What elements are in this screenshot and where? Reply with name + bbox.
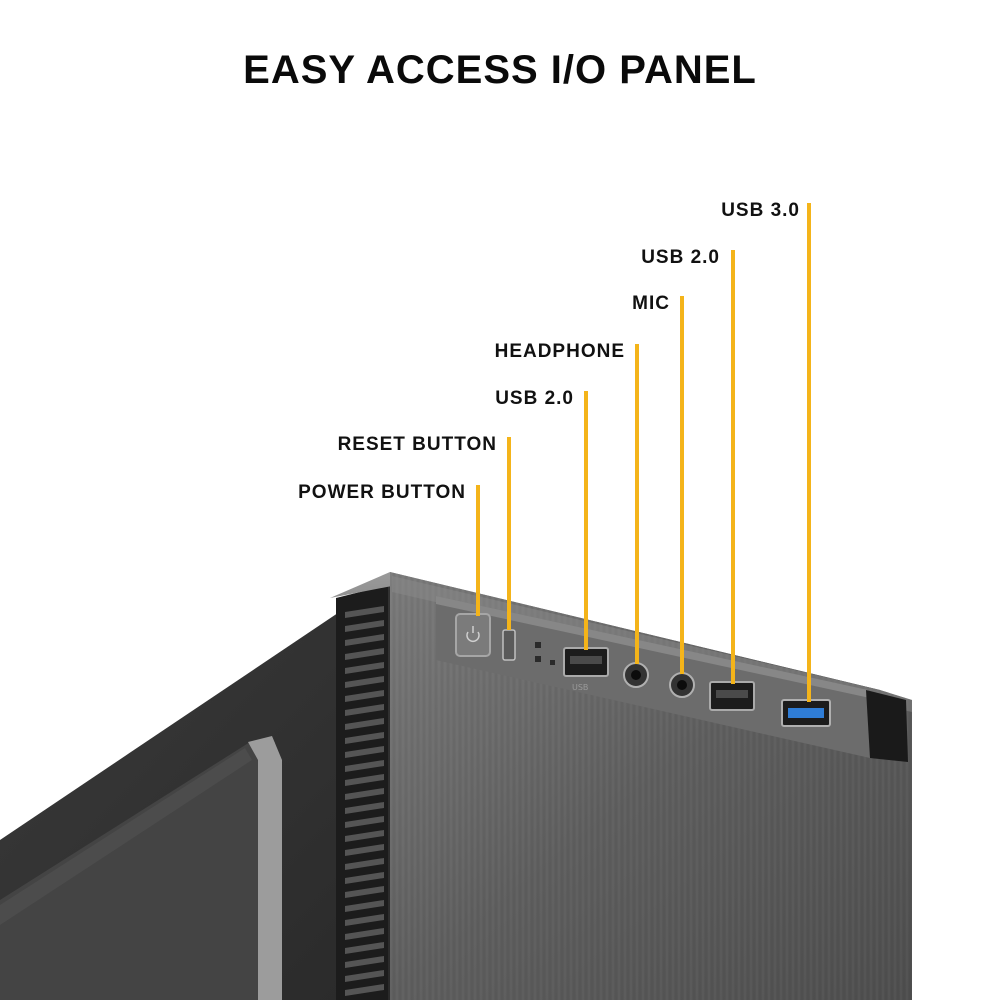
vent-slat (345, 900, 384, 912)
callout-leader-line-mic (680, 296, 684, 674)
vent-slat (345, 620, 384, 632)
vent-slat (345, 746, 384, 758)
vent-slats (345, 606, 384, 996)
callout-label-headphone: HEADPHONE (494, 341, 625, 362)
callout-label-power: POWER BUTTON (298, 482, 466, 503)
vent-slat (345, 928, 384, 940)
callout-label-usb2-left: USB 2.0 (495, 388, 574, 409)
vent-slat (345, 830, 384, 842)
page-title: EASY ACCESS I/O PANEL (243, 48, 757, 92)
callout-label-usb3: USB 3.0 (721, 200, 800, 221)
callout-label-reset: RESET BUTTON (337, 434, 497, 455)
vent-slat (345, 704, 384, 716)
vent-slat (345, 872, 384, 884)
vent-slat (345, 816, 384, 828)
usb2-right-port (709, 681, 755, 711)
headphone-jack (623, 662, 649, 688)
vent-slat (345, 732, 384, 744)
mic-jack (669, 672, 695, 698)
callout-leader-line-usb2-right (731, 250, 735, 684)
io-panel-strip (436, 596, 908, 762)
callout-leader-line-usb3 (807, 203, 811, 702)
vent-slat (345, 886, 384, 898)
vent-slat (345, 788, 384, 800)
vent-slat (345, 956, 384, 968)
callout-leader-line-headphone (635, 344, 639, 664)
vent-slat (345, 606, 384, 618)
vent-slat (345, 844, 384, 856)
usb3-port (781, 699, 831, 727)
status-leds (535, 642, 555, 665)
callout-leader-line-usb2-left (584, 391, 588, 650)
vent-slat (345, 970, 384, 982)
case-side-panel (0, 578, 390, 1000)
vent-slat (345, 676, 384, 688)
reset-button-shape (502, 629, 516, 661)
callout-label-mic: MIC (632, 293, 670, 314)
vent-slat (345, 760, 384, 772)
vent-slat (345, 942, 384, 954)
vent-slat (345, 984, 384, 996)
vent-slat (345, 774, 384, 786)
callout-label-usb2-right: USB 2.0 (641, 247, 720, 268)
vent-slat (345, 802, 384, 814)
vent-slat (345, 662, 384, 674)
svg-text:USB: USB (572, 683, 588, 692)
power-button-shape (455, 613, 491, 657)
callout-leader-line-reset (507, 437, 511, 630)
vent-slat (345, 858, 384, 870)
vent-slat (345, 914, 384, 926)
vent-slat (345, 690, 384, 702)
vent-slat (345, 648, 384, 660)
vent-slat (345, 718, 384, 730)
vent-slat (345, 634, 384, 646)
callout-leader-line-power (476, 485, 480, 616)
